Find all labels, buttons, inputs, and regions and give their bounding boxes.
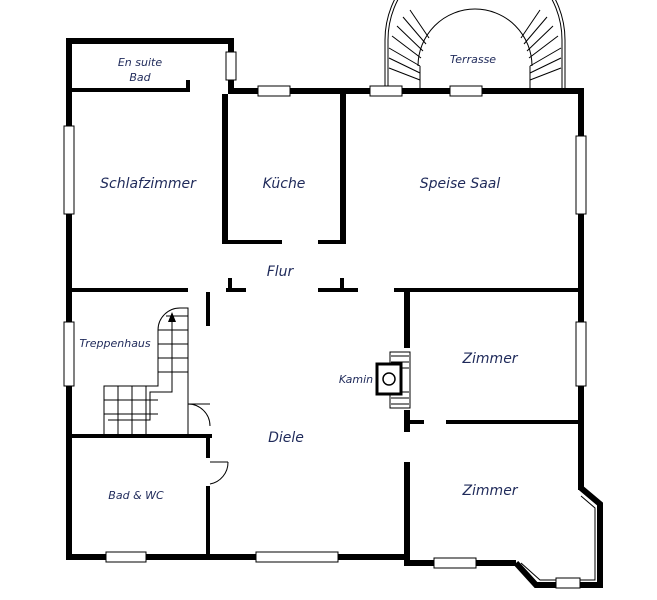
label-flur: Flur <box>267 264 295 280</box>
staircase <box>103 307 189 434</box>
label-treppenhaus: Treppenhaus <box>79 337 151 350</box>
label-bad-wc: Bad & WC <box>108 489 164 502</box>
room-labels: En suite Bad Schlafzimmer Küche Speise S… <box>79 53 518 502</box>
label-zimmer-2: Zimmer <box>461 483 518 499</box>
label-en-suite-line1: En suite <box>118 56 162 69</box>
label-kueche: Küche <box>263 176 306 192</box>
windows <box>63 51 587 589</box>
label-kamin: Kamin <box>339 373 373 386</box>
doors <box>187 403 229 485</box>
terrace <box>384 0 566 88</box>
bay-window <box>513 485 603 588</box>
label-schlafzimmer: Schlafzimmer <box>100 176 197 192</box>
fireplace <box>375 351 411 409</box>
label-speise-saal: Speise Saal <box>420 176 501 192</box>
label-diele: Diele <box>268 430 304 446</box>
terrace-left-stairs <box>388 9 430 81</box>
interior-walls <box>72 80 584 560</box>
label-en-suite-line2: Bad <box>129 71 151 84</box>
terrace-right-stairs <box>520 9 562 81</box>
label-terrasse: Terrasse <box>450 53 496 66</box>
label-zimmer-1: Zimmer <box>461 351 518 367</box>
